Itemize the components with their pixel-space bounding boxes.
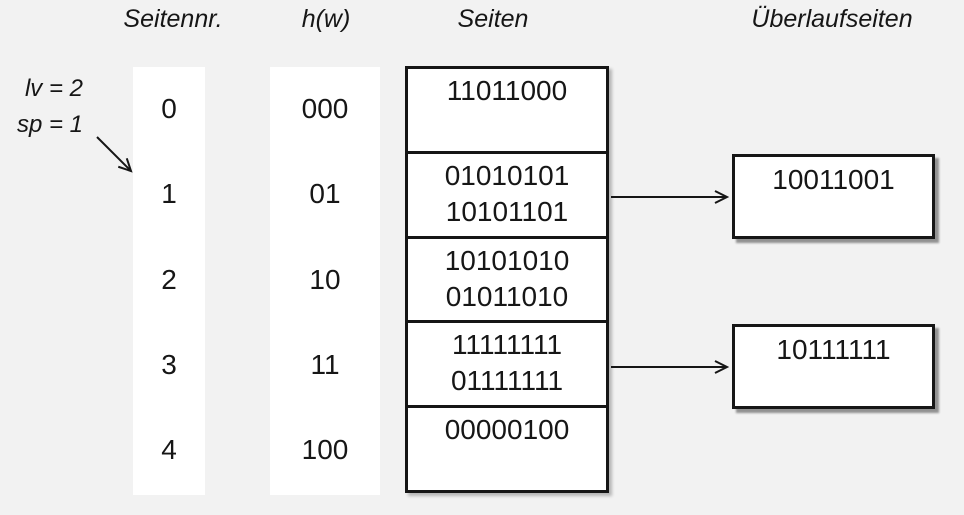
page-nr-3: 3 [161, 349, 177, 380]
bucket-entry: 01111111 [450, 365, 564, 397]
hash-value-1: 01 [309, 178, 341, 209]
page-nr-column [133, 67, 205, 495]
hash-value-0: 000 [301, 93, 349, 124]
bucket-entry: 11011000 [446, 75, 568, 106]
level-label: lv = 2 [24, 75, 83, 102]
bucket-entry [408, 448, 606, 484]
bucket-entry: 11111111 [451, 329, 563, 361]
header-hash-fn: h(w) [301, 5, 351, 33]
bucket-row-2: 10101010 01011010 [408, 239, 606, 324]
page-nr-2: 2 [161, 264, 177, 295]
bucket-entry: 00000100 [444, 414, 570, 446]
header-pages: Seiten [457, 5, 529, 33]
bucket-entry: 01011010 [445, 280, 569, 312]
bucket-row-3: 11111111 01111111 [408, 323, 606, 409]
overflow-page-3: 10111111 [732, 324, 935, 409]
bucket-entry: 10101010 [444, 244, 570, 276]
header-page-nr: Seitennr. [123, 5, 223, 33]
hash-value-3: 11 [310, 349, 340, 380]
split-pointer-arrow [96, 136, 133, 173]
page-nr-4: 4 [161, 434, 177, 465]
bucket-entry: 10101101 [445, 195, 569, 227]
bucket-row-4: 00000100 [408, 408, 606, 490]
bucket-row-0: 11011000 [408, 69, 606, 154]
bucket-entry: 01010101 [444, 159, 570, 191]
overflow-page-1: 10011001 [732, 154, 935, 239]
bucket-row-1: 01010101 10101101 [408, 154, 606, 239]
hash-column [270, 67, 380, 495]
pages-table: 11011000 01010101 10101101 10101010 0101… [405, 66, 609, 493]
split-pointer-label: sp = 1 [16, 111, 83, 138]
page-nr-0: 0 [161, 93, 177, 124]
bucket-entry [408, 109, 606, 145]
header-overflow-pages: Überlaufseiten [751, 5, 913, 33]
hash-value-4: 100 [301, 434, 349, 465]
page-nr-1: 1 [161, 178, 177, 209]
hash-value-2: 10 [309, 264, 341, 295]
